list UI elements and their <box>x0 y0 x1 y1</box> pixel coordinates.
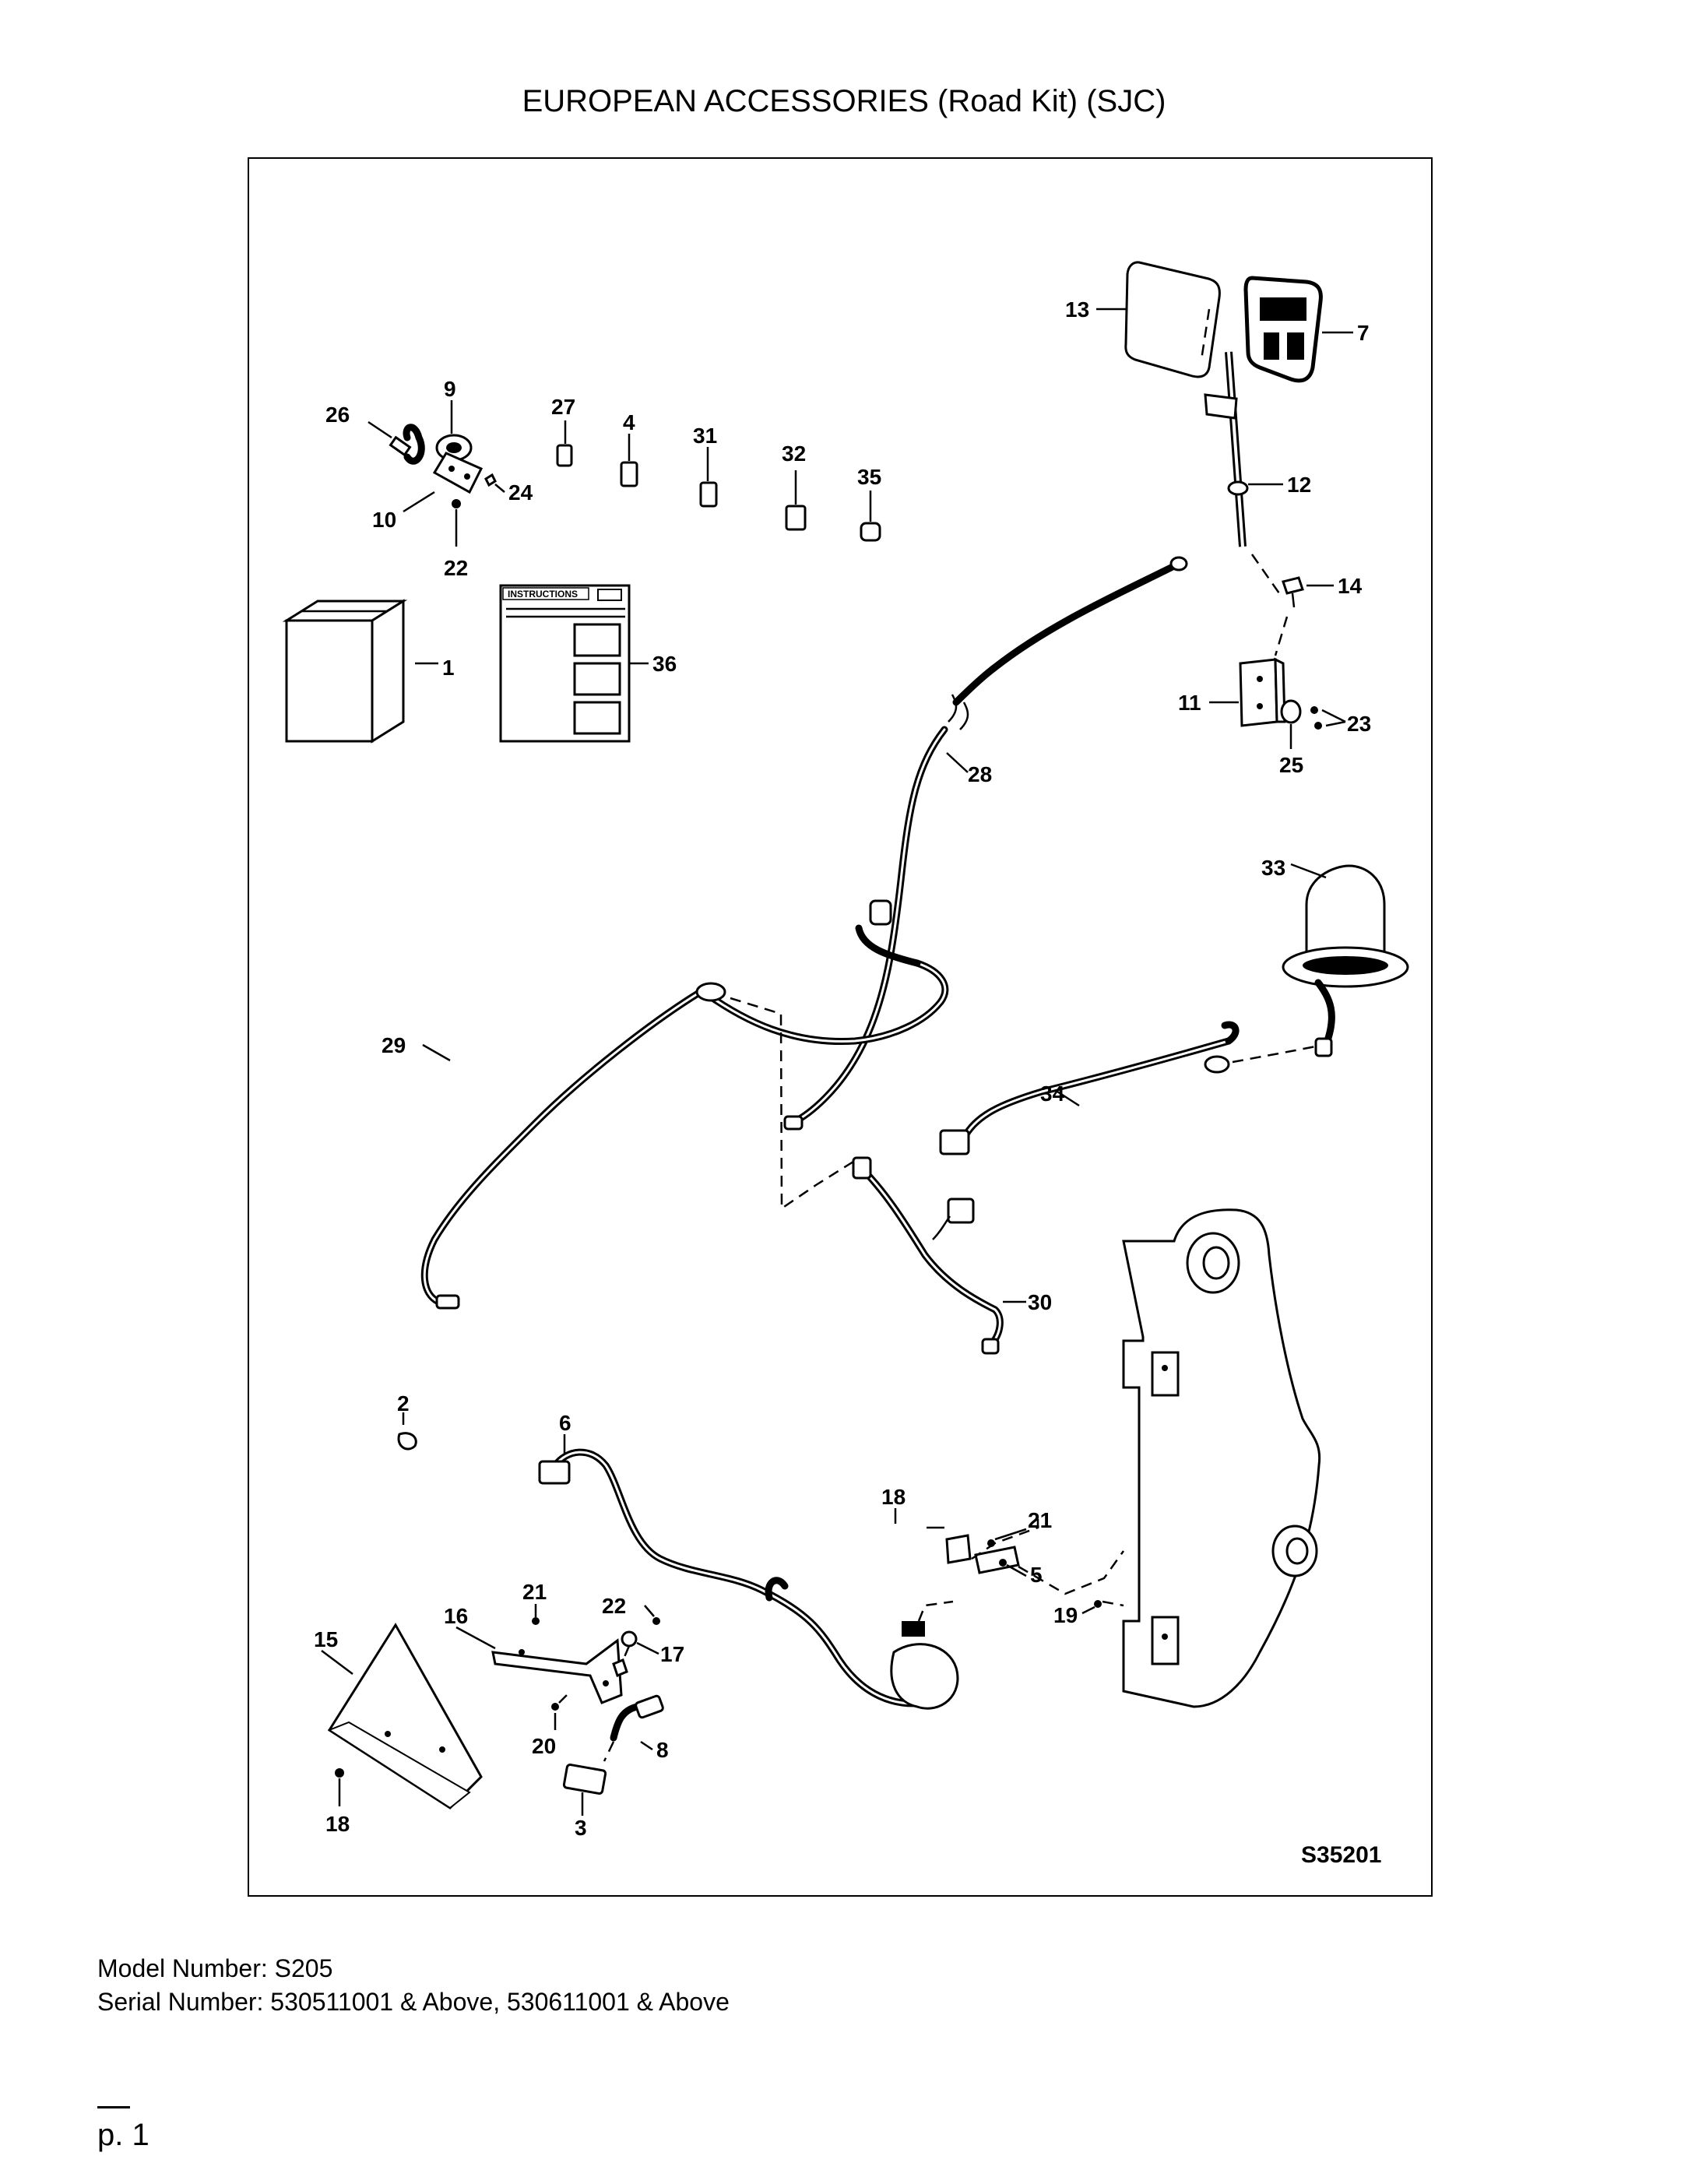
callout-21-upper: 21 <box>1028 1508 1052 1532</box>
callout-32: 32 <box>782 441 806 466</box>
beacon-33 <box>1282 863 1409 1057</box>
callout-24: 24 <box>508 480 533 505</box>
cable-34 <box>939 1021 1317 1155</box>
mirror-assembly <box>1096 261 1353 749</box>
callout-23: 23 <box>1347 712 1371 736</box>
figure-id: S35201 <box>1301 1842 1381 1868</box>
callout-1: 1 <box>442 656 455 680</box>
callout-27: 27 <box>551 395 575 419</box>
diagram-frame <box>248 157 1433 1897</box>
machine-frame <box>1122 1208 1321 1708</box>
callout-18-upper: 18 <box>881 1485 906 1509</box>
callout-31: 31 <box>693 424 717 448</box>
cable-6 <box>538 1434 959 1710</box>
callout-13: 13 <box>1065 297 1089 322</box>
callout-3: 3 <box>575 1816 587 1840</box>
callout-25: 25 <box>1279 753 1303 777</box>
cable-30 <box>852 1156 1026 1355</box>
part-36-instructions: INSTRUCTIONS <box>499 584 649 743</box>
model-number: Model Number: S205 <box>97 1954 333 1982</box>
callout-22-lower: 22 <box>602 1594 626 1618</box>
callout-28: 28 <box>968 762 992 786</box>
callout-20: 20 <box>532 1734 556 1758</box>
callout-10: 10 <box>372 508 396 532</box>
part-1-box <box>282 599 438 744</box>
bottom-left-parts <box>321 1412 664 1816</box>
callout-8: 8 <box>656 1738 669 1762</box>
callout-21-lower: 21 <box>522 1580 547 1604</box>
callout-34: 34 <box>1040 1081 1065 1106</box>
callout-17: 17 <box>660 1642 684 1666</box>
callout-5: 5 <box>1030 1563 1043 1587</box>
callout-36: 36 <box>652 652 677 676</box>
callout-16: 16 <box>444 1604 468 1628</box>
callout-30: 30 <box>1028 1290 1052 1314</box>
callout-6: 6 <box>559 1411 571 1435</box>
page-divider <box>97 2106 130 2108</box>
bracket-5-group <box>894 1508 1125 1615</box>
callout-4: 4 <box>623 410 635 434</box>
callout-26: 26 <box>325 403 350 427</box>
part-9-10-bracket-group <box>367 400 505 547</box>
page-title: EUROPEAN ACCESSORIES (Road Kit) (SJC) <box>522 84 1166 118</box>
callout-9: 9 <box>444 377 456 401</box>
callout-12: 12 <box>1287 473 1311 497</box>
page-number: p. 1 <box>97 2118 149 2152</box>
instructions-label: INSTRUCTIONS <box>508 589 578 600</box>
callout-labels: 1 2 3 4 5 6 7 8 9 10 11 12 13 14 15 16 1… <box>314 297 1381 1868</box>
cable-29 <box>420 899 949 1310</box>
callout-7: 7 <box>1357 321 1370 345</box>
callout-14: 14 <box>1338 574 1363 598</box>
callout-33: 33 <box>1261 856 1285 880</box>
serial-number: Serial Number: 530511001 & Above, 530611… <box>97 1988 730 2016</box>
callout-22-upper: 22 <box>444 556 468 580</box>
callout-2: 2 <box>397 1391 410 1416</box>
callout-35: 35 <box>857 465 881 489</box>
callout-11: 11 <box>1178 691 1201 715</box>
callout-19: 19 <box>1053 1603 1078 1627</box>
switch-parts-row <box>556 420 881 542</box>
parts-diagram: INSTRUCTIONS <box>282 261 1409 1868</box>
callout-29: 29 <box>382 1033 406 1057</box>
callout-18-lower: 18 <box>325 1812 350 1836</box>
cable-28 <box>783 556 1188 1131</box>
callout-15: 15 <box>314 1627 338 1651</box>
